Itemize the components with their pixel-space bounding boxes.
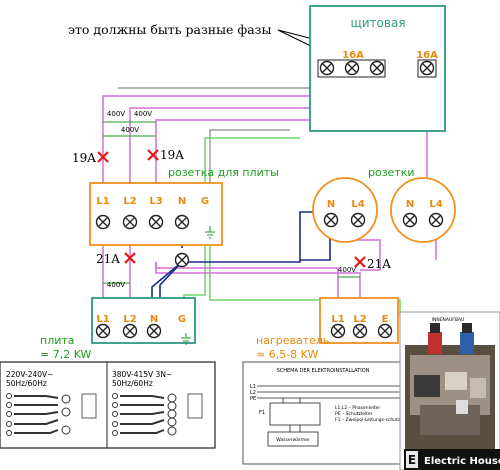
stove-socket [89,182,223,246]
watermark-text: Electric House [424,456,500,467]
stove-socket-terminal [122,214,138,230]
heater-power: ≈ 6,5-8 KW [256,348,318,361]
socket-terminal [402,212,418,228]
heater-photo: INNENAUFBAU [399,311,500,470]
schema-title: SCHEMA DER ELEKTROINSTALLATION [277,368,370,374]
schema-label: L1 [250,384,256,390]
heater-terminal [377,323,393,339]
terminal-label: L1 [96,196,109,207]
stove-power: = 7,2 KW [40,348,92,361]
inset-left-title-line1: 220V-240V~ [6,370,53,379]
ground-symbol [181,333,191,345]
heater-terminal [330,323,346,339]
stove-socket-title: розетка для плиты [168,166,279,179]
ground-symbol [205,226,215,239]
panel-terminal [419,60,435,76]
schema-label: L2 [250,390,256,396]
breaker-2-label: 16A [416,50,438,61]
heater-terminal [352,323,368,339]
voltage-label: 400V [134,110,152,118]
terminal-label: L4 [429,199,442,210]
fault-label: 21A [367,257,391,271]
socket-terminal [428,212,444,228]
panel-terminal [344,60,360,76]
fault-label: 21A [96,252,120,266]
schema-legend: PE – Schutzleiter [335,411,373,417]
stove-title: плита [40,334,75,347]
voltage-label: 400V [121,126,139,134]
terminal-label: L4 [351,199,364,210]
socket-terminal [350,212,366,228]
heater-title: нагреватель [256,334,329,347]
stove-terminal [122,323,138,339]
phases-note: это должны быть разные фазы [68,22,271,37]
fault-label: 19A [72,151,96,165]
terminal-label: L2 [353,314,366,325]
terminal-label: L2 [123,196,136,207]
terminal-label: N [178,196,186,207]
stove-box [91,297,196,344]
terminal-label: N [406,199,414,210]
schema-inset: SCHEMA DER ELEKTROINSTALLATION L1 L2 PE … [242,361,418,465]
wall-socket-left [312,177,378,243]
inset-left-title-line2: 50Hz/60Hz [6,379,47,388]
stove-socket-terminal [148,214,164,230]
terminal-label: L3 [149,196,162,207]
photo-caption: INNENAUFBAU [432,317,465,323]
junction-terminal [174,252,190,268]
terminal-label: L2 [123,314,136,325]
fault-label: 19A [160,148,184,162]
breaker-1-label: 16A [342,50,364,61]
stove-socket-terminal [174,214,190,230]
voltage-label: 400V [107,281,125,289]
voltage-label: 400V [338,266,356,274]
schema-box-label: Wasserwärmer [276,437,310,443]
terminal-label: L1 [96,314,109,325]
stove-terminal [95,323,111,339]
schema-legend: F1 – Zweipol-Leitungs-schutzschalter [335,417,418,423]
watermark-letter: E [408,453,416,467]
terminal-label: N [150,314,158,325]
terminal-label: L1 [331,314,344,325]
stove-terminal [146,323,162,339]
schema-label: F1 [259,410,265,416]
socket-terminal [323,212,339,228]
panel-terminal [369,60,385,76]
schema-legend: L1,L2 – Phasenleiter [335,405,380,411]
stove-wiring-inset: 220V-240V~ 50Hz/60Hz 380V-415V 3N~ 50Hz/… [0,361,216,449]
sockets-title: розетки [368,166,415,179]
voltage-label: 400V [107,110,125,118]
panel-terminal [319,60,335,76]
terminal-label: E [382,314,389,325]
schema-label: PE [250,396,256,402]
fault-cross [353,255,367,269]
stove-socket-terminal [95,214,111,230]
voltage-arrows [103,121,360,284]
terminal-label: G [201,196,209,207]
terminal-label: N [327,199,335,210]
terminal-label: G [178,314,186,325]
panel-title: щитовая [350,16,405,30]
inset-right-title-line1: 380V-415V 3N~ [112,370,172,379]
wall-socket-right [390,177,456,243]
inset-right-title-line2: 50Hz/60Hz [112,379,153,388]
watermark: E Electric House [404,449,500,470]
